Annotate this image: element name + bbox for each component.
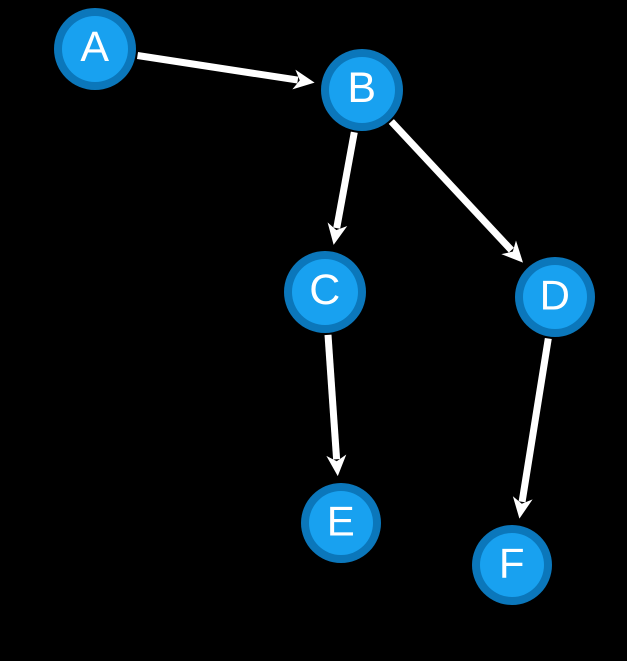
node-D: D	[515, 257, 595, 337]
node-label-D: D	[540, 272, 571, 319]
node-fill-B	[329, 57, 395, 123]
edge-D-F	[512, 337, 552, 519]
edge-B-D	[388, 119, 523, 263]
edge-A-B	[136, 52, 315, 90]
node-fill-E	[309, 491, 373, 555]
node-E: E	[301, 483, 381, 563]
node-fill-C	[292, 259, 358, 325]
node-label-A: A	[80, 23, 109, 71]
edge-B-C	[327, 131, 358, 245]
node-B: B	[321, 49, 403, 131]
node-C: C	[284, 251, 366, 333]
node-label-E: E	[327, 498, 356, 545]
node-label-F: F	[499, 540, 525, 587]
node-label-C: C	[309, 266, 341, 314]
node-fill-A	[62, 16, 128, 82]
edge-C-E	[324, 334, 347, 477]
node-F: F	[472, 525, 552, 605]
node-A: A	[54, 8, 136, 90]
node-label-B: B	[347, 64, 376, 112]
node-fill-F	[480, 533, 544, 597]
node-fill-D	[523, 265, 587, 329]
